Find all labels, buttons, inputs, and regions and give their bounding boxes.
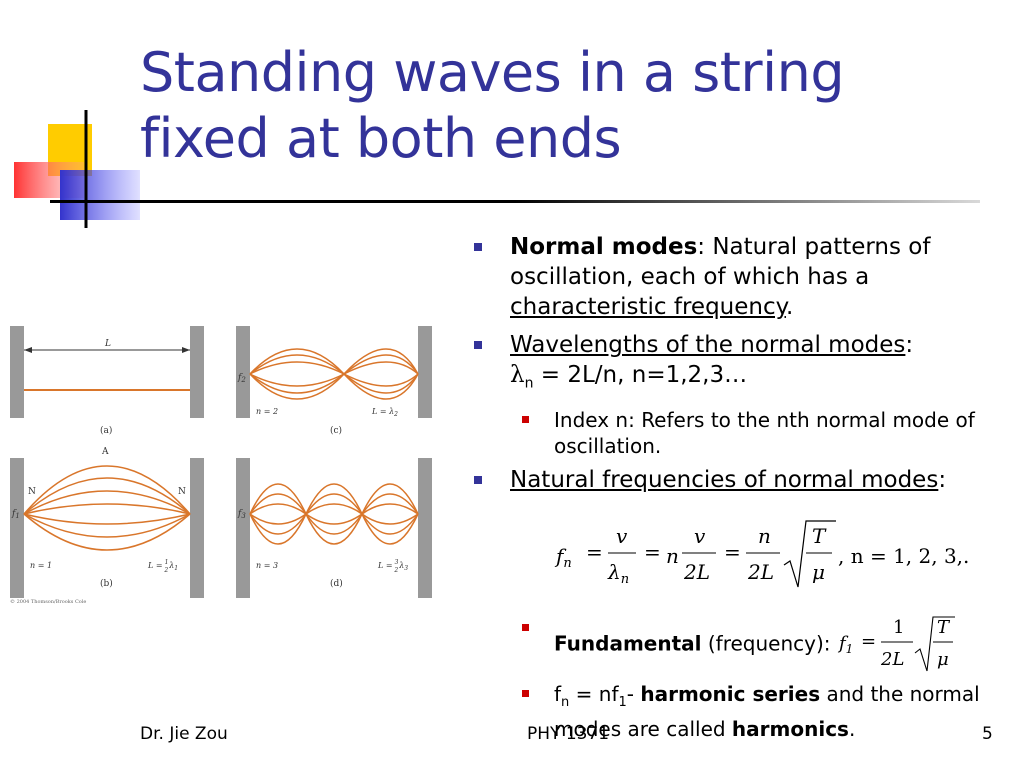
node-label-right: N <box>178 487 186 497</box>
panel-a: L (a) <box>10 326 204 436</box>
slide-title: Standing waves in a string fixed at both… <box>140 40 1000 172</box>
period: . <box>785 294 794 320</box>
n3-label: n = 3 <box>256 561 278 570</box>
footer-page-number: 5 <box>982 724 993 744</box>
colon: : <box>938 466 947 493</box>
fundamental-term: Fundamental <box>554 631 702 656</box>
sub-bullet-marker <box>522 689 529 697</box>
standing-waves-figure: L (a) f2 n = 2 L = λ2 (c) A N N f1 n = 1… <box>10 326 432 605</box>
svg-text:v: v <box>694 524 706 548</box>
f2-label: f2 <box>237 373 246 384</box>
bullet-content: Normal modes: Natural patterns of oscill… <box>470 232 1010 748</box>
panel-b-label: (b) <box>100 578 113 589</box>
svg-text:=: = <box>861 631 876 652</box>
svg-text:=: = <box>586 540 603 564</box>
sub-bullet-marker <box>522 415 529 423</box>
panel-c: f2 n = 2 L = λ2 (c) <box>236 326 432 436</box>
svg-text:2L: 2L <box>747 560 774 584</box>
svg-text:, n = 1, 2, 3,...: , n = 1, 2, 3,... <box>838 544 970 568</box>
harmonic-series-term: harmonic series <box>640 681 821 706</box>
n1-label: n = 1 <box>30 561 52 570</box>
frequencies-heading: Natural frequencies of normal modes <box>510 466 939 493</box>
svg-text:fn: fn <box>554 544 572 571</box>
copyright: © 2004 Thomson/Brooks Cole <box>10 598 86 605</box>
svg-text:f1: f1 <box>837 633 853 656</box>
bullet-marker <box>474 243 482 251</box>
node-label-left: N <box>28 487 36 497</box>
harmonics-term: harmonics <box>731 716 849 741</box>
characteristic-frequency: characteristic frequency <box>510 294 786 320</box>
fundamental-equation: f1 = 1 2L T μ <box>837 616 955 671</box>
bullet-marker <box>474 341 482 349</box>
frequency-equation: fn = v λn = n v 2L = n 2L T μ , n = 1, 2… <box>554 519 982 587</box>
svg-text:v: v <box>616 524 628 548</box>
bullet-normal-modes: Normal modes: Natural patterns of oscill… <box>470 232 1010 322</box>
f1-label: f1 <box>11 509 20 520</box>
footer-author: Dr. Jie Zou <box>140 724 228 744</box>
bullet-marker <box>474 475 482 484</box>
bullet-fundamental: Fundamental (frequency): f1 = 1 2L T μ <box>470 615 1010 675</box>
title-rule <box>50 200 980 203</box>
svg-text:λn: λn <box>607 560 629 587</box>
svg-text:=: = <box>724 540 741 564</box>
svg-text:n: n <box>758 524 771 548</box>
normal-modes-text: : Natural patterns of oscillation, each … <box>510 234 931 290</box>
bullet-harmonics: fn = nf1- harmonic series and the normal… <box>470 681 1010 742</box>
n2-label: n = 2 <box>256 407 278 416</box>
lambda-symbol: λ <box>510 362 525 388</box>
svg-text:2L: 2L <box>880 649 904 670</box>
normal-modes-term: Normal modes <box>510 234 698 260</box>
svg-text:μ: μ <box>937 649 949 670</box>
svg-text:1: 1 <box>893 617 904 638</box>
panel-a-label: (a) <box>100 425 112 436</box>
svg-text:2L: 2L <box>683 560 710 584</box>
f3-label: f3 <box>237 509 246 520</box>
lambda-subscript: n <box>524 375 534 392</box>
title-line-1: Standing waves in a string <box>140 41 845 104</box>
svg-text:n: n <box>666 544 679 568</box>
wavelengths-heading: Wavelengths of the normal modes <box>510 332 906 358</box>
colon: : <box>905 332 914 358</box>
bullet-index: Index n: Refers to the nth normal mode o… <box>470 407 1010 459</box>
panel-d-label: (d) <box>330 578 343 589</box>
decorative-corner-blocks <box>14 110 140 228</box>
panel-c-label: (c) <box>330 425 342 436</box>
wavelength-formula: = 2L/n, n=1,2,3… <box>533 362 748 388</box>
sub-bullet-marker <box>522 623 529 631</box>
bullet-frequencies: Natural frequencies of normal modes: <box>470 465 1010 495</box>
svg-text:T: T <box>812 524 827 548</box>
footer-course: PHY 1371 <box>527 724 610 744</box>
L-eq-c: L = λ2 <box>371 407 398 418</box>
bullet-wavelengths: Wavelengths of the normal modes: λn = 2L… <box>470 330 1010 399</box>
index-text: Index n: Refers to the nth normal mode o… <box>554 407 975 458</box>
fundamental-text: (frequency): <box>701 631 837 656</box>
svg-text:μ: μ <box>812 560 825 584</box>
length-label: L <box>104 339 111 349</box>
antinode-label: A <box>101 447 109 457</box>
svg-text:=: = <box>644 540 661 564</box>
svg-text:T: T <box>937 617 951 638</box>
title-line-2: fixed at both ends <box>140 107 622 170</box>
